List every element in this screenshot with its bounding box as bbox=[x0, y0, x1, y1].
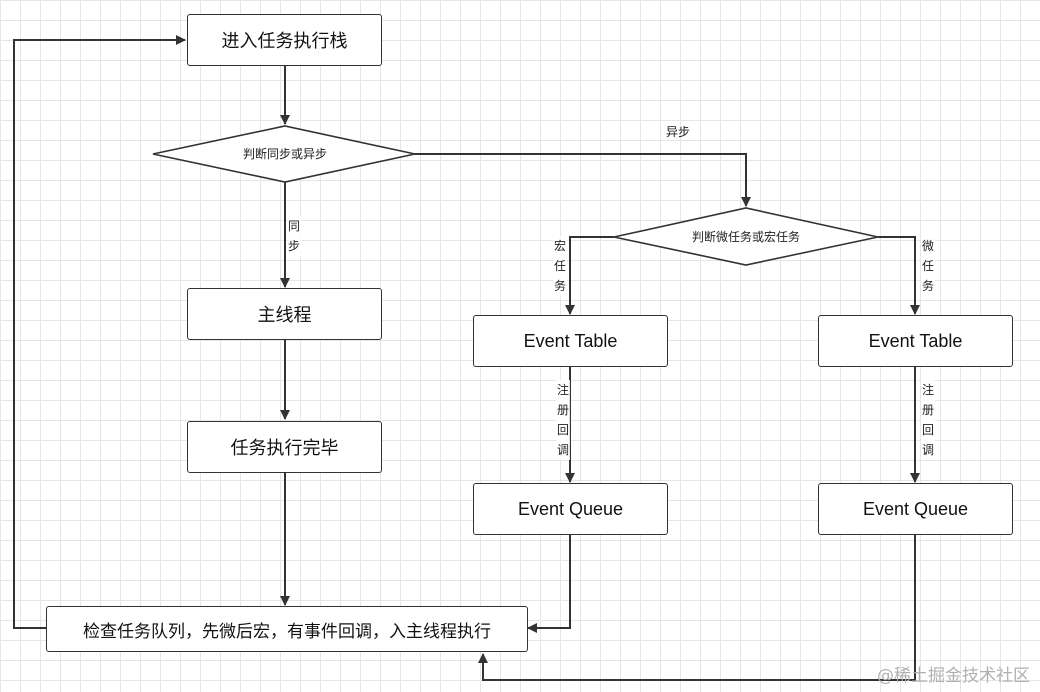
judge-micro-macro-label: 判断微任务或宏任务 bbox=[691, 230, 800, 244]
check-queue-node: 检查任务队列，先微后宏，有事件回调，入主线程执行 bbox=[46, 606, 528, 652]
edge-async bbox=[415, 153, 751, 207]
enter-stack-node: 进入任务执行栈 bbox=[187, 14, 382, 66]
register-callback-micro-label: 注册回调 bbox=[921, 380, 935, 460]
macro-event-table-node: Event Table bbox=[473, 315, 668, 367]
main-thread-node: 主线程 bbox=[187, 288, 382, 340]
sync-label: 同步 bbox=[287, 216, 301, 256]
micro-task-label: 微任务 bbox=[921, 236, 935, 296]
macro-event-queue-node: Event Queue bbox=[473, 483, 668, 535]
edge-macro-queue-to-check bbox=[527, 535, 571, 633]
task-done-node: 任务执行完毕 bbox=[187, 421, 382, 473]
watermark: @稀土掘金技术社区 bbox=[877, 666, 1030, 686]
edge-loop-back bbox=[13, 35, 186, 629]
micro-event-table-node: Event Table bbox=[818, 315, 1013, 367]
edge-micro-queue-to-check bbox=[478, 535, 916, 681]
edge-macro-task bbox=[565, 236, 614, 315]
edge-micro-task bbox=[878, 236, 920, 315]
judge-sync-label: 判断同步或异步 bbox=[242, 147, 327, 161]
register-callback-macro-label: 注册回调 bbox=[556, 380, 570, 460]
micro-event-queue-node: Event Queue bbox=[818, 483, 1013, 535]
macro-task-label: 宏任务 bbox=[553, 236, 567, 296]
async-label: 异步 bbox=[665, 125, 690, 139]
